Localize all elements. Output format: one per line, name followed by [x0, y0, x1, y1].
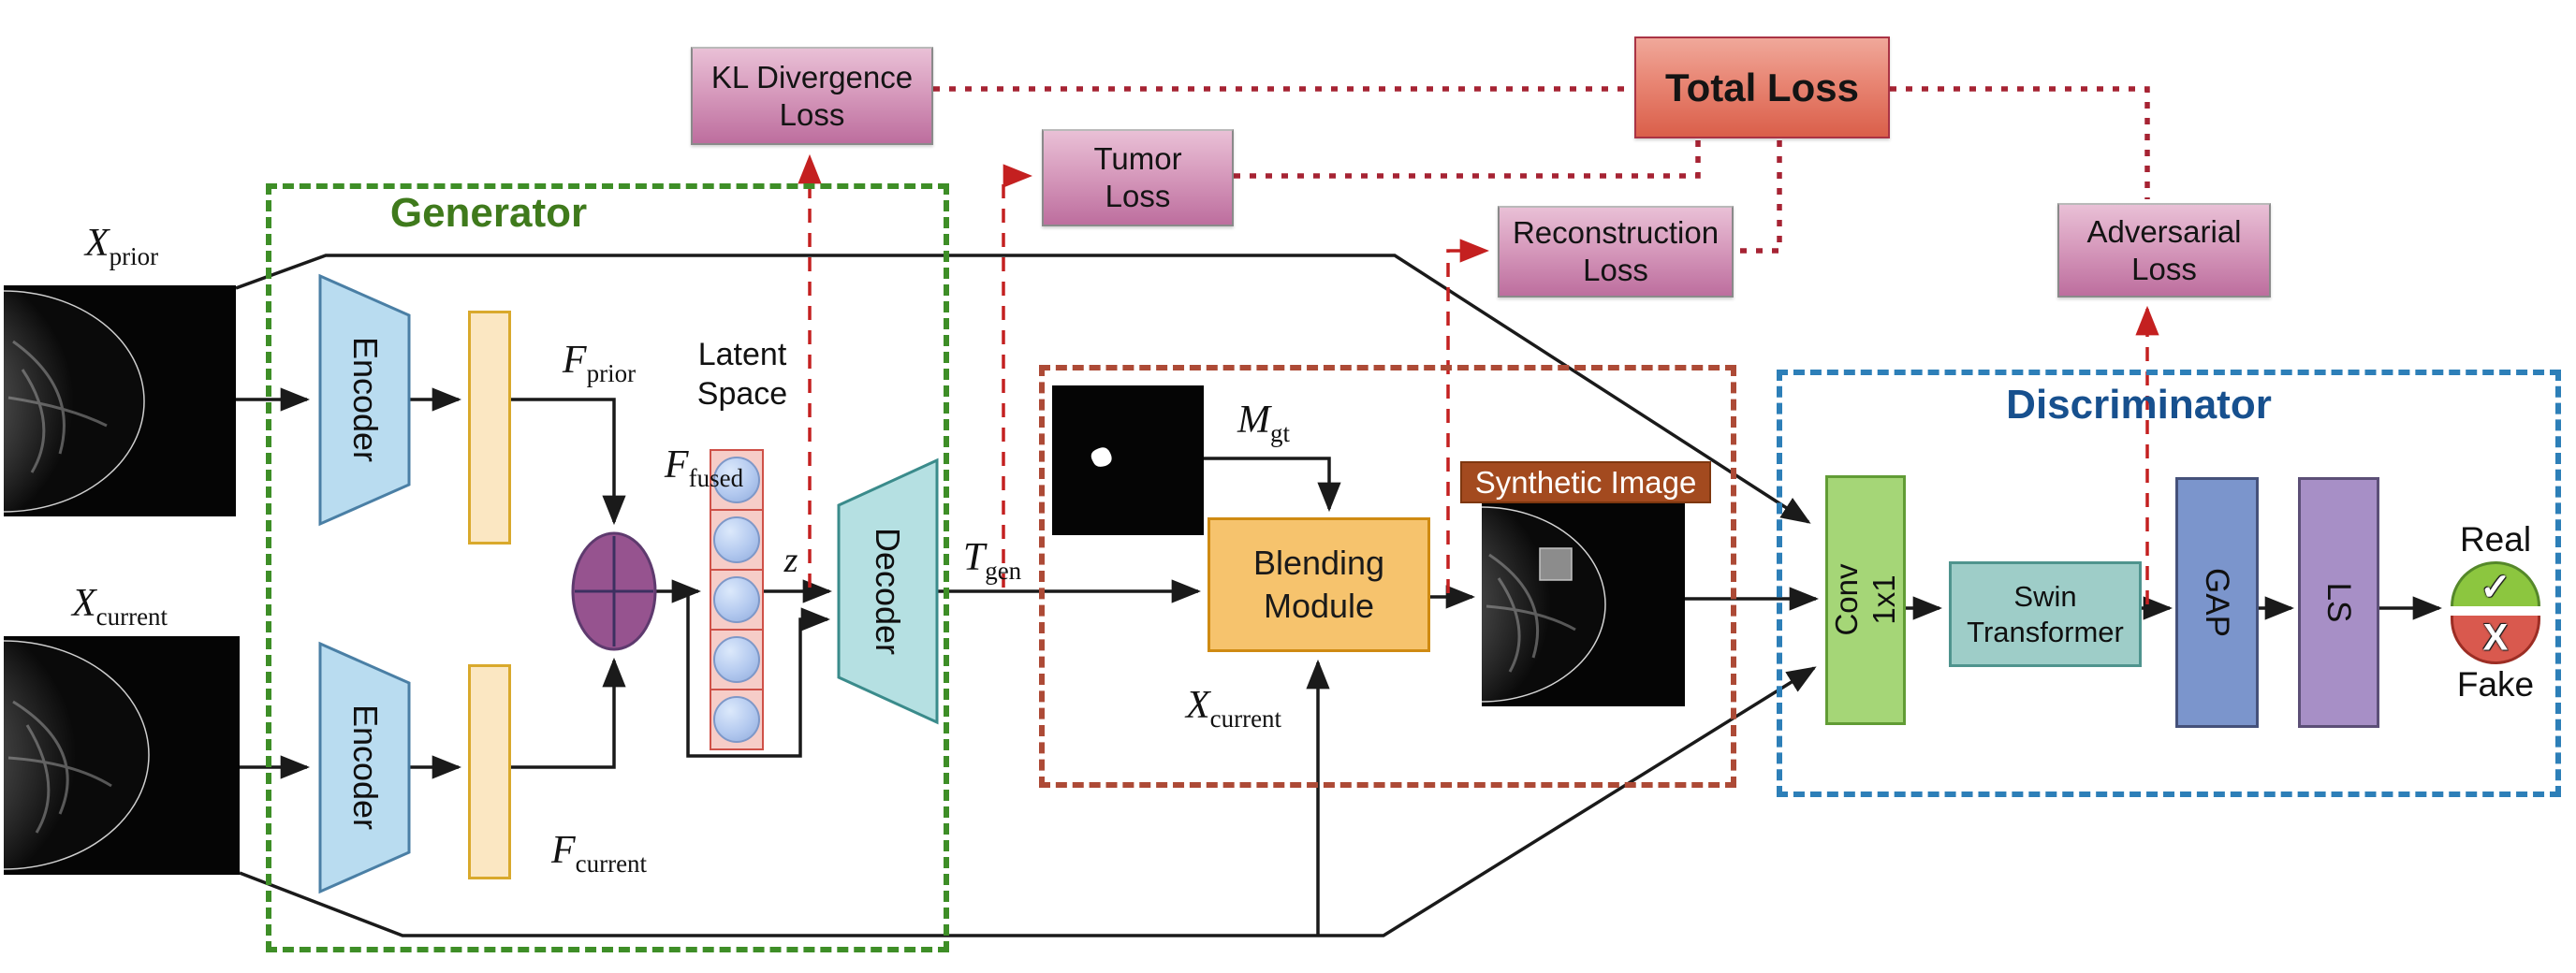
swin-label-2: Transformer — [1967, 615, 2124, 648]
blending-region — [1039, 365, 1736, 788]
blending-module-label-2: Module — [1263, 587, 1375, 625]
wire-synthetic-to-reconstruction-loss — [1446, 239, 1490, 593]
latent-dot — [713, 457, 760, 504]
conv1x1-block — [1825, 475, 1906, 725]
latent-space-caption: Latent Space — [696, 337, 788, 412]
latent-cell — [710, 628, 764, 691]
f-current-bar — [468, 664, 511, 879]
latent-vector — [710, 449, 764, 751]
dotted-connectors — [933, 86, 2150, 254]
conn-reconstruction-to-total — [1737, 140, 1782, 254]
conn-tumor-to-total — [1234, 140, 1701, 179]
decoder-label: Decoder — [869, 527, 907, 656]
encoder-top-label: Encoder — [346, 336, 385, 463]
discriminator-region — [1777, 370, 2561, 797]
synthetic-tumor-patch — [1539, 547, 1573, 581]
ls-label: LS — [2320, 582, 2357, 623]
f-current-label: Fcurrent — [550, 829, 648, 878]
generator-region — [266, 183, 949, 952]
z-label: z — [783, 541, 798, 580]
synthetic-image-label: Synthetic Image — [1460, 461, 1711, 503]
cross-icon: X — [2482, 617, 2509, 659]
wire-fcurrent-to-fusion — [511, 657, 626, 769]
wire-mgt-to-blending — [1204, 457, 1341, 513]
wire-fprior-to-fusion — [511, 398, 626, 526]
latent-cell — [710, 508, 764, 572]
swin-label-1: Swin — [2013, 579, 2077, 613]
check-icon: ✓ — [2480, 567, 2511, 608]
m-gt-mask-image — [1052, 385, 1204, 535]
gap-block — [2175, 477, 2259, 728]
wire-xprior-to-discriminator — [235, 254, 1811, 524]
f-prior-label: Fprior — [562, 339, 637, 387]
gap-label: GAP — [2199, 568, 2235, 637]
conn-total-to-adversarial — [1890, 86, 2150, 199]
x-prior-label: Xprior — [84, 222, 159, 270]
encoder-bottom-shape — [318, 641, 411, 894]
synthetic-image — [1482, 503, 1685, 706]
real-label: Real — [2459, 520, 2532, 559]
wire-fusion-skip-to-decoder — [686, 591, 831, 758]
latent-dot — [713, 576, 760, 624]
encoder-bottom-label: Encoder — [346, 704, 385, 831]
latent-dot — [713, 695, 760, 743]
wire-xcurrent-to-discriminator — [239, 666, 1817, 937]
ls-block — [2298, 477, 2379, 728]
latent-cell — [710, 568, 764, 632]
swin-transformer-block: Swin Transformer — [1949, 561, 2142, 667]
x-prior-image — [4, 285, 236, 516]
blending-module: Blending Module — [1208, 517, 1430, 652]
f-prior-bar — [468, 311, 511, 545]
total-loss-box: Total Loss — [1634, 36, 1890, 138]
blending-module-label-1: Blending — [1252, 544, 1385, 582]
latent-cell — [710, 688, 764, 751]
conv1x1-label: Conv 1x1 — [1829, 563, 1901, 636]
m-gt-label: Mgt — [1237, 399, 1291, 447]
f-fused-label: Ffused — [664, 443, 744, 492]
generator-title: Generator — [389, 190, 588, 236]
x-current-label: Xcurrent — [71, 582, 168, 631]
black-wires — [235, 254, 2443, 937]
t-gen-label: Tgen — [962, 536, 1022, 585]
fusion-node — [571, 531, 657, 651]
x-current-blend-label: Xcurrent — [1185, 684, 1282, 733]
discriminator-title: Discriminator — [2006, 382, 2272, 428]
encoder-top-shape — [318, 273, 411, 527]
latent-cell — [710, 449, 764, 512]
wire-tgen-to-tumor-loss — [1002, 164, 1033, 588]
latent-dot — [713, 516, 760, 564]
fake-label: Fake — [2456, 665, 2535, 704]
latent-dot — [713, 635, 760, 683]
decoder-shape — [837, 457, 939, 725]
red-dashed-wires — [798, 153, 2159, 604]
x-current-image — [4, 636, 240, 875]
